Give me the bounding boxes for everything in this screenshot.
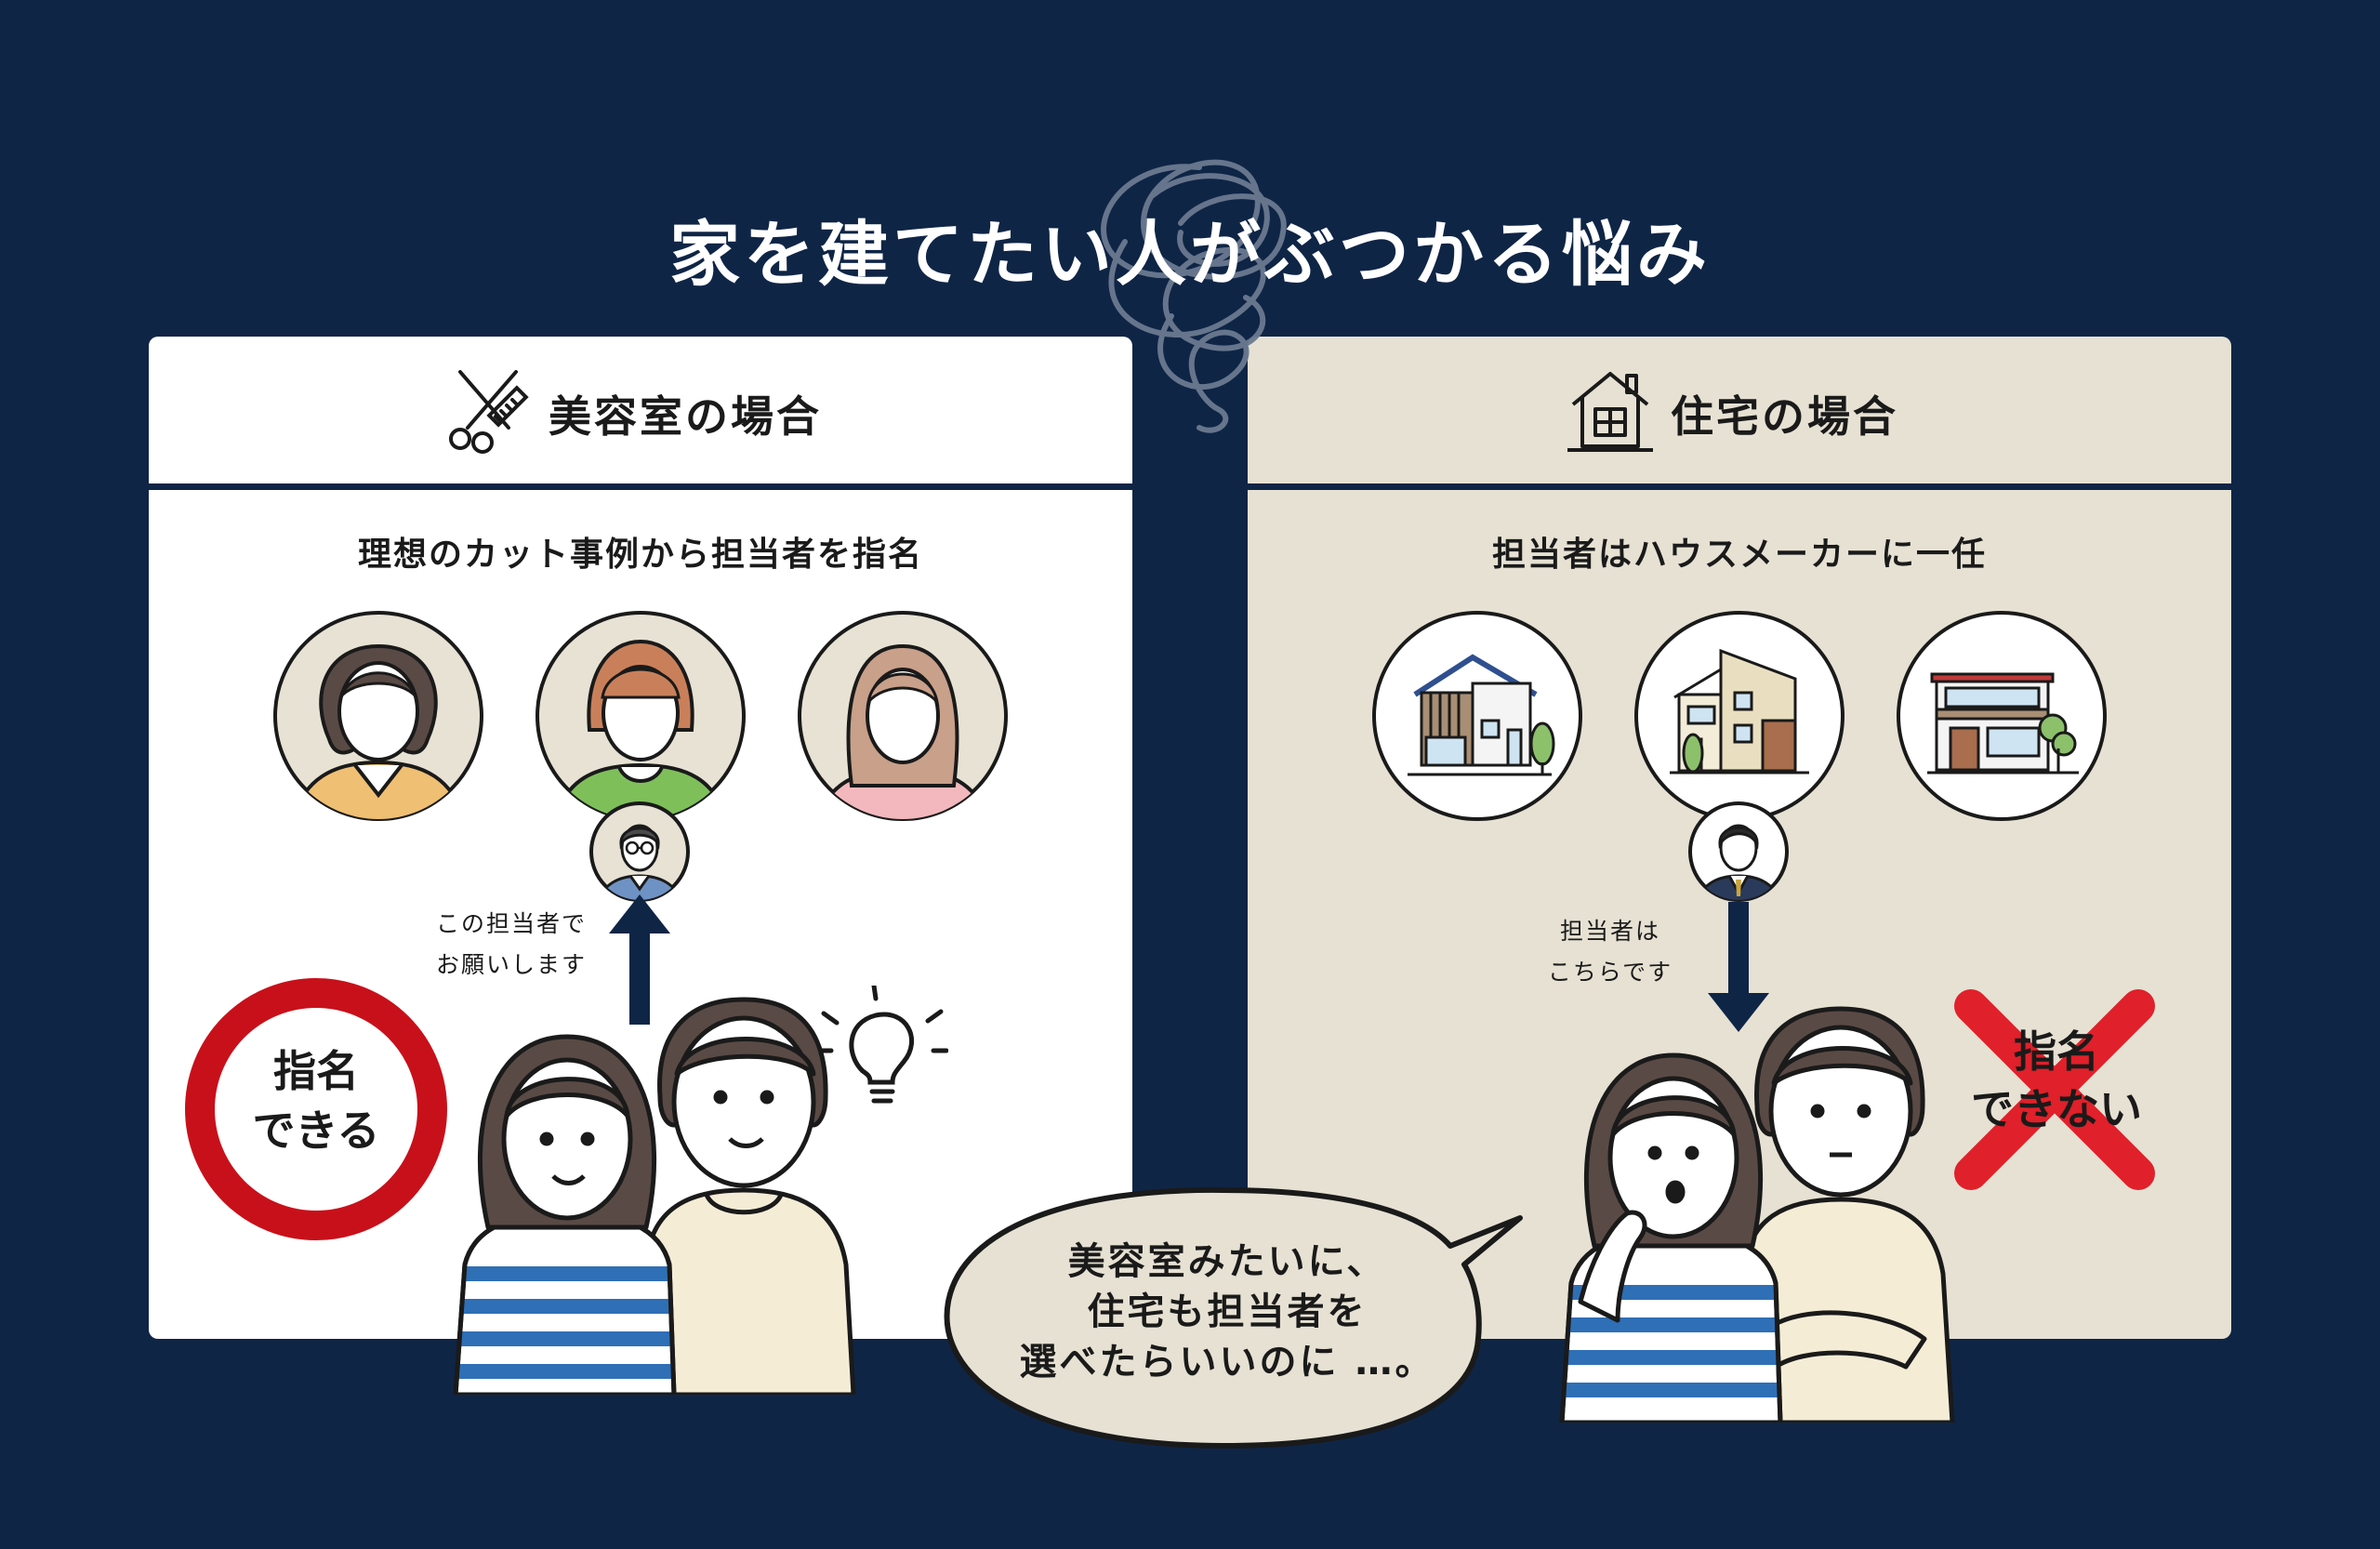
worry-scribble-icon xyxy=(1101,159,1287,433)
salon-note-line-2: お願いします xyxy=(435,951,587,978)
ng-stamp-line-1: 指名 xyxy=(2014,1026,2099,1077)
ng-stamp-label: 指名 できない xyxy=(1936,1023,2177,1138)
salon-panel-title: 美容室の場合 xyxy=(549,391,822,442)
couple-happy-illustration xyxy=(453,997,856,1395)
house-example-2 xyxy=(1634,611,1844,821)
speech-bubble xyxy=(944,1186,1523,1449)
stylist-avatar-1 xyxy=(273,611,483,821)
stylist-avatar-2 xyxy=(536,611,746,821)
house-example-3 xyxy=(1897,611,2107,821)
bubble-line-2: 住宅も担当者を xyxy=(1087,1291,1368,1333)
house-panel-header: 住宅の場合 xyxy=(1248,337,2231,490)
salon-subtitle: 理想のカット事例から担当者を指名 xyxy=(357,536,923,574)
house-example-1 xyxy=(1372,611,1582,821)
house-panel: 住宅の場合 担当者はハウスメーカーに一任 xyxy=(1248,337,2231,1339)
bubble-line-1: 美容室みたいに、 xyxy=(1067,1240,1387,1283)
house-subtitle: 担当者はハウスメーカーに一任 xyxy=(1491,536,1987,574)
staff-avatar-glasses xyxy=(589,801,690,902)
house-note-line-1: 担当者は xyxy=(1559,918,1660,945)
arrow-up-icon xyxy=(609,894,670,1025)
ok-stamp-circle xyxy=(185,978,447,1240)
lightbulb-icon xyxy=(818,986,948,1104)
ok-stamp-line-1: 指名 xyxy=(273,1046,359,1096)
staff-avatar-suit xyxy=(1688,801,1789,902)
house-note: 担当者は こちらです xyxy=(1527,911,1694,993)
ok-stamp-label: 指名 できる xyxy=(181,1041,451,1160)
page-title: 家を建てたい人がぶつかる悩み xyxy=(669,213,1711,296)
house-panel-title: 住宅の場合 xyxy=(1671,391,1898,442)
house-note-line-2: こちらです xyxy=(1547,959,1673,986)
salon-panel-header: 美容室の場合 xyxy=(149,337,1132,490)
couple-worried-illustration xyxy=(1559,1006,1955,1423)
ok-stamp-line-2: できる xyxy=(252,1105,380,1156)
stylist-avatar-3 xyxy=(798,611,1008,821)
salon-header-divider xyxy=(149,483,1132,490)
house-icon xyxy=(1567,372,1653,452)
salon-note: この担当者で お願いします xyxy=(409,904,614,986)
ng-stamp-line-2: できない xyxy=(1971,1084,2142,1134)
ng-cross-icon xyxy=(1954,989,2155,1190)
house-header-divider xyxy=(1248,483,2231,490)
salon-panel: 美容室の場合 理想のカット事例から担当者を指名 xyxy=(149,337,1132,1339)
bubble-line-3: 選べたらいいのに …。 xyxy=(1019,1341,1435,1384)
speech-bubble-text: 美容室みたいに、 住宅も担当者を 選べたらいいのに …。 xyxy=(976,1237,1478,1387)
scissors-comb-icon xyxy=(449,370,529,454)
arrow-down-icon xyxy=(1708,902,1769,1032)
salon-note-line-1: この担当者で xyxy=(435,910,587,937)
